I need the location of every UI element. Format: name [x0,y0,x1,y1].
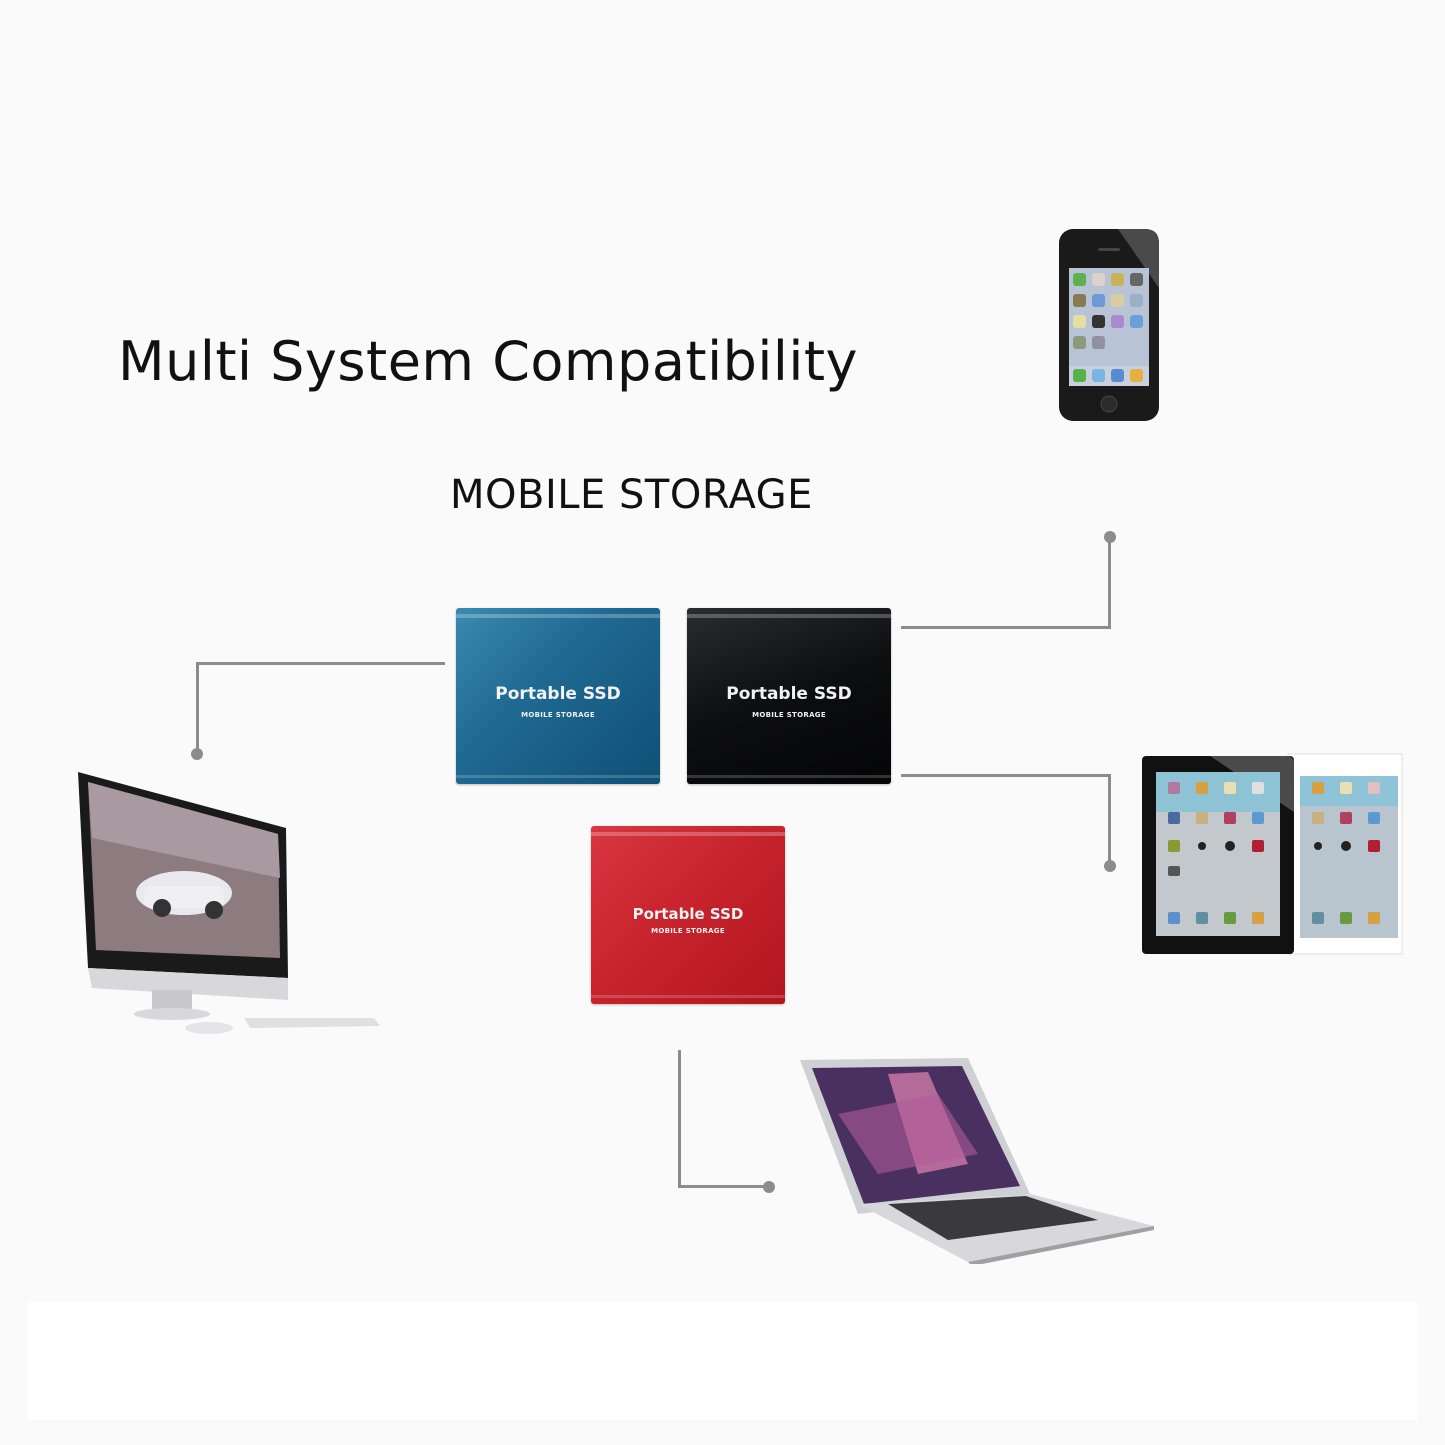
connector-red-laptop-h [678,1185,768,1188]
connector-dot-phone [1104,531,1116,543]
ssd-black-sublabel: MOBILE STORAGE [752,711,826,719]
footer-band [28,1302,1418,1420]
connector-dot-tablet [1104,860,1116,872]
connector-black-phone-h [901,626,1111,629]
connector-blue-desktop-h [197,662,445,665]
ssd-red-sublabel: MOBILE STORAGE [651,927,725,935]
page-title: Multi System Compatibility [118,330,858,393]
ssd-black: Portable SSD MOBILE STORAGE [687,608,891,784]
ssd-blue: Portable SSD MOBILE STORAGE [456,608,660,784]
laptop-icon [798,1054,1158,1268]
ssd-red-label: Portable SSD [632,905,744,923]
smartphone-icon [1058,228,1160,426]
connector-blue-desktop-v [196,662,199,752]
ssd-black-label: Portable SSD [726,684,852,704]
connector-black-tablet-v [1108,774,1111,864]
connector-black-phone-v [1108,538,1111,629]
connector-red-laptop-v [678,1050,681,1188]
desktop-computer-icon [74,768,384,1042]
connector-dot-laptop [763,1181,775,1193]
page-subtitle: MOBILE STORAGE [450,472,813,518]
ssd-red: Portable SSD MOBILE STORAGE [591,826,785,1004]
connector-dot-desktop [191,748,203,760]
tablets-icon [1140,752,1404,962]
connector-black-tablet-h [901,774,1111,777]
ssd-blue-label: Portable SSD [495,684,621,704]
ssd-blue-sublabel: MOBILE STORAGE [521,711,595,719]
